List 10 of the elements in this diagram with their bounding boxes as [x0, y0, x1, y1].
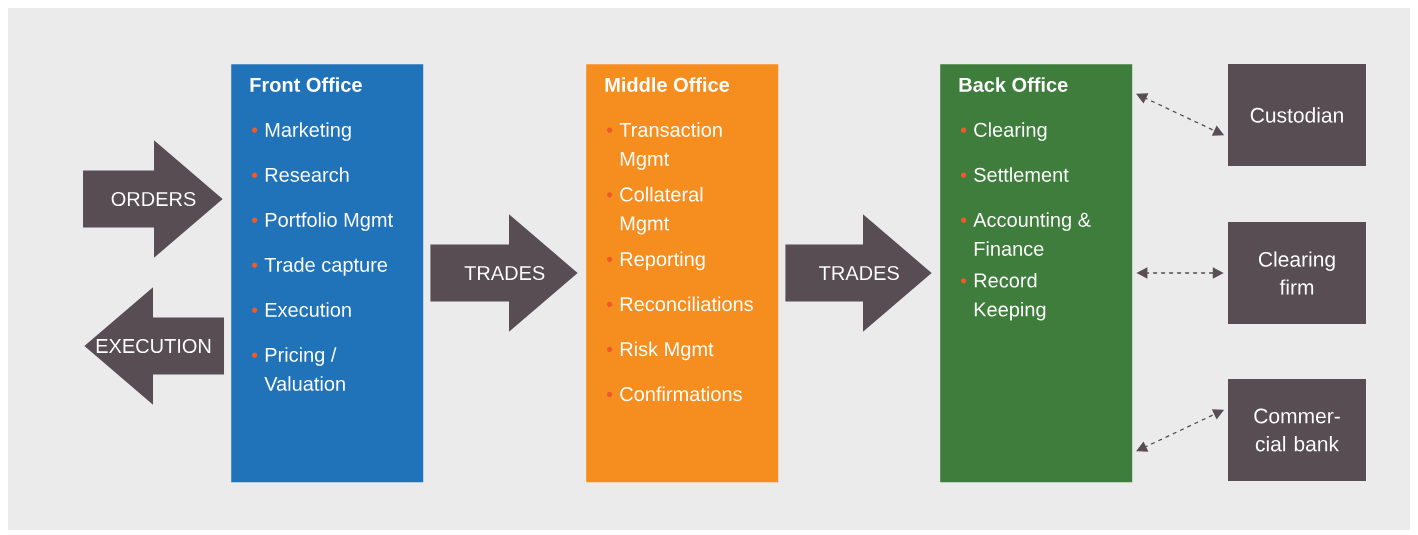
entity-box: Commer- cial bank — [1228, 379, 1366, 481]
office-box: Middle Office Transaction Mgmt Collateral Mgmt Reporting Reconciliations Risk Mgmt Confirmations — [586, 64, 779, 483]
edge-label: EXECUTION — [96, 338, 211, 354]
office-box: Front Office Marketing Research Portfolio Mgmt Trade capture Execution Pricing / Valuation — [231, 64, 424, 483]
edge-label: ORDERS — [111, 191, 196, 207]
entity-box: Custodian — [1228, 64, 1366, 166]
office-box: Back Office Clearing Settlement Accounting & Finance Record Keeping — [940, 64, 1133, 483]
edge-label: TRADES — [819, 265, 899, 281]
entity-box: Clearing firm — [1228, 222, 1366, 324]
edge-label: TRADES — [464, 265, 545, 281]
